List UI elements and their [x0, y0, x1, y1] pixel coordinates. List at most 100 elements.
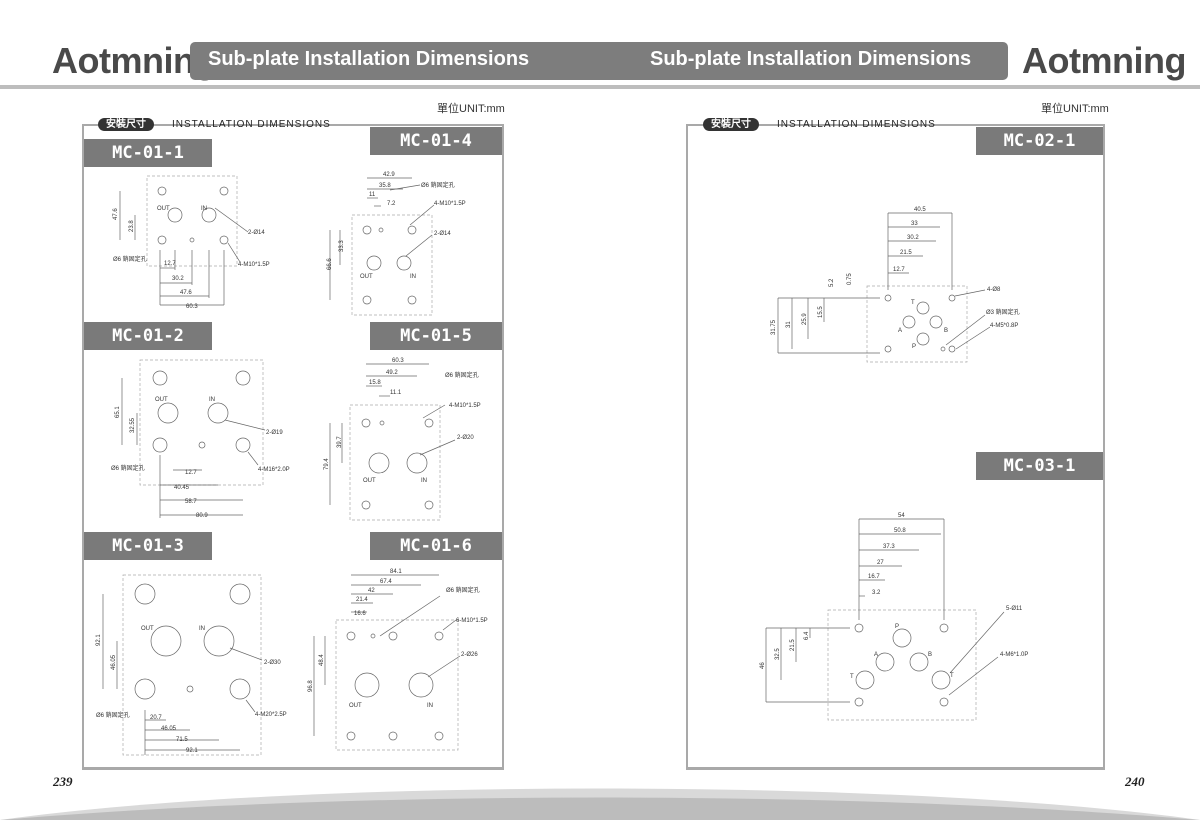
dim-label: 60.3 [392, 358, 404, 364]
dim-label: 79.4 [324, 458, 330, 470]
unit-label-right: 單位UNIT:mm [1041, 103, 1109, 115]
dim-label: 92.1 [186, 748, 198, 754]
dim-label: 47.6 [180, 290, 192, 296]
port-label-t: T [950, 673, 954, 679]
port-note: 2-Ø14 [434, 231, 451, 237]
drawing-mc-03-1 [765, 518, 1005, 721]
dim-label: 21.5 [900, 250, 912, 256]
dim-label: 40.45 [174, 485, 190, 491]
drawing-mc-01-4 [329, 177, 435, 316]
pin-hole-note: Ø3 銷固定孔 [986, 308, 1020, 316]
port-label-in: IN [421, 478, 427, 484]
port-label-a: A [898, 328, 902, 334]
dim-label: 30.2 [172, 276, 184, 282]
dim-label: 47.6 [113, 208, 119, 220]
dim-label: 49.2 [386, 370, 398, 376]
dim-label: 71.5 [176, 737, 188, 743]
dim-label: 92.1 [96, 634, 102, 646]
dim-label: 12.7 [893, 267, 905, 273]
dim-label: 50.8 [894, 528, 906, 534]
port-note: 2-Ø20 [457, 435, 474, 441]
dim-label: 11 [369, 192, 376, 198]
port-label-in: IN [427, 703, 433, 709]
pin-hole-note: Ø6 銷固定孔 [446, 586, 480, 594]
dim-label: 80.9 [196, 513, 208, 519]
port-note: 2-Ø14 [248, 230, 265, 236]
dim-label: 21.5 [790, 639, 796, 651]
page-number-left: 239 [53, 774, 73, 789]
dim-label: 66.6 [327, 258, 333, 270]
bolt-note: 4-M10*1.5P [238, 262, 270, 268]
port-label-out: OUT [349, 703, 362, 709]
dim-label: 67.4 [380, 579, 392, 585]
dim-label: 40.5 [914, 207, 926, 213]
port-label-b: B [928, 652, 932, 658]
model-label-mc-01-5: MC-01-5 [370, 322, 502, 350]
model-label-mc-01-3: MC-01-3 [84, 532, 212, 560]
port-label-out: OUT [155, 397, 168, 403]
section-tag-en: INSTALLATION DIMENSIONS [172, 119, 331, 130]
port-label-in: IN [209, 397, 215, 403]
holes-note: 5-Ø11 [1006, 606, 1023, 612]
model-label-mc-01-2: MC-01-2 [84, 322, 212, 350]
dim-label: 35.8 [379, 183, 391, 189]
section-tag-cn: 安裝尺寸 [703, 118, 759, 131]
dim-label: 42.9 [383, 172, 395, 178]
dim-label: 23.8 [129, 220, 135, 232]
port-label-t: T [850, 674, 854, 680]
dim-label: 39.7 [337, 436, 343, 448]
drawing-mc-01-3 [102, 574, 263, 756]
model-label-mc-01-4: MC-01-4 [370, 127, 502, 155]
dim-label: 30.2 [907, 235, 919, 241]
dim-label: 25.9 [802, 313, 808, 325]
bolt-note: 4-M20*2.5P [255, 712, 287, 718]
port-label-in: IN [201, 206, 207, 212]
page-title-left: Sub-plate Installation Dimensions [208, 48, 530, 70]
holes-note: 4-Ø8 [987, 287, 1001, 293]
right-panel [686, 124, 1105, 770]
dim-label: 6.4 [804, 631, 810, 640]
drawing-mc-01-2 [121, 359, 266, 518]
dim-label: 46 [760, 662, 766, 669]
dim-label: 15.8 [369, 380, 381, 386]
dim-label: 15.5 [818, 306, 824, 318]
footer-swoosh [0, 788, 1200, 820]
drawing-mc-02-1 [777, 212, 991, 363]
dim-label: 48.4 [319, 654, 325, 666]
dim-label: 32.55 [130, 417, 136, 433]
port-label-b: B [944, 328, 948, 334]
section-tag-en: INSTALLATION DIMENSIONS [777, 119, 936, 130]
drawing-mc-01-5 [329, 363, 456, 521]
dim-label: 16.6 [354, 611, 366, 617]
model-label-mc-01-1: MC-01-1 [84, 139, 212, 167]
brand-logo-left: Aotmning [52, 40, 216, 81]
dim-label: 46.05 [111, 654, 117, 670]
port-note: 2-Ø19 [266, 430, 283, 436]
model-label-mc-03-1: MC-03-1 [976, 452, 1103, 480]
dim-label: 60.3 [186, 304, 198, 310]
dim-label: 33.3 [339, 240, 345, 252]
pin-hole-note: Ø6 銷固定孔 [445, 371, 479, 379]
dim-label: 3.2 [872, 590, 881, 596]
dim-label: 16.7 [868, 574, 880, 580]
port-label-t: T [911, 300, 915, 306]
pin-hole-note: Ø6 銷固定孔 [111, 464, 145, 472]
dim-label: 31.75 [771, 319, 777, 335]
section-tag-cn: 安裝尺寸 [98, 118, 154, 131]
port-label-p: P [895, 624, 899, 630]
dim-label: 32.5 [775, 648, 781, 660]
dim-label: 12.7 [185, 470, 197, 476]
dim-label: 33 [911, 221, 918, 227]
pin-hole-note: Ø6 銷固定孔 [96, 711, 130, 719]
page-number-right: 240 [1125, 774, 1145, 789]
bolt-note: 4-M5*0.8P [990, 323, 1018, 329]
dim-label: 37.3 [883, 544, 895, 550]
bolt-note: 4-M10*1.5P [434, 201, 466, 207]
unit-label-left: 單位UNIT:mm [437, 103, 505, 115]
port-label-p: P [912, 344, 916, 350]
drawing-mc-01-6 [313, 574, 461, 751]
section-heading-left: 安裝尺寸 INSTALLATION DIMENSIONS [98, 118, 378, 131]
